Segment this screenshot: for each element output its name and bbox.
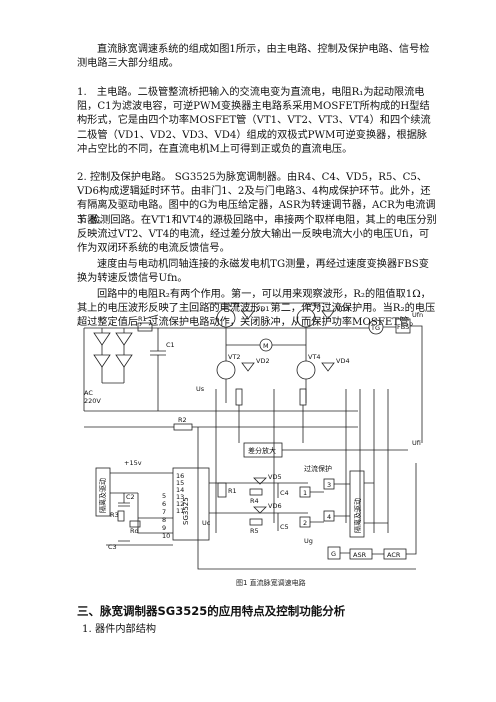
label-motor: M <box>263 342 269 350</box>
label-c3: C3 <box>108 543 117 551</box>
label-fbs: FBS <box>397 323 409 331</box>
label-vd4: VD4 <box>336 357 350 365</box>
paragraph-detection: 3. 检测回路。在VT1和VT4的源极回路中，串接两个取样电阻，其上的电压分别反… <box>77 215 437 255</box>
circuit-diagram <box>83 302 423 570</box>
label-vt3: VT3 <box>308 301 321 309</box>
label-pin-10: 10 <box>162 532 170 540</box>
paragraph-intro: 直流脉宽调速系统的组成如图1所示，由主电路、控制及保护电路、信号检测电路三大部分… <box>77 44 430 70</box>
label-rd: Rd <box>130 527 139 535</box>
label-pin-5: 5 <box>162 492 166 500</box>
label-sg3525: SG3525 <box>182 497 190 525</box>
label-overcurrent: 过流保护 <box>304 464 332 473</box>
label-vcc: +15v <box>124 459 142 467</box>
label-asr: ASR <box>353 551 367 559</box>
label-r1: R1 <box>138 315 147 323</box>
label-pin-11: 11 <box>176 507 184 515</box>
label-vd2: VD2 <box>256 357 270 365</box>
label-isolation-right: 隔离及驱动 <box>353 498 362 533</box>
label-us: Us <box>196 385 205 393</box>
label-ac-voltage: 220V <box>84 397 101 405</box>
label-pin-6: 6 <box>162 500 166 508</box>
label-c1: C1 <box>166 341 175 349</box>
circuit-labels: AC 220V R1 C1 Us R2 VT1 VT2 VT3 VT4 VD1 … <box>84 301 423 559</box>
subsection-heading: 1. 器件内部结构 <box>82 624 157 635</box>
label-r2: R2 <box>178 416 187 424</box>
label-diff-amp: 差分放大 <box>248 446 276 455</box>
label-gate-4: 4 <box>327 513 331 521</box>
label-vt4: VT4 <box>308 353 321 361</box>
label-ufn: Ufn <box>412 311 423 319</box>
label-pin-14: 14 <box>176 486 184 494</box>
label-vd5: VD5 <box>268 473 282 481</box>
paragraph-speed: 速度由与电动机同轴连接的永磁发电机TG测量，再经过速度变换器FBS变换为转速反馈… <box>77 259 429 285</box>
label-pin-16: 16 <box>176 472 184 480</box>
label-r3: R3 <box>110 511 119 519</box>
label-isolation-left: 隔离及驱动 <box>98 478 107 513</box>
label-uc: Uc <box>202 519 211 527</box>
section-heading: 三、脉宽调制器SG3525的应用特点及控制功能分析 <box>77 604 346 618</box>
label-pin-13: 13 <box>176 493 184 501</box>
label-pin-9: 9 <box>162 524 166 532</box>
label-gate-3: 3 <box>327 481 331 489</box>
label-c2: C2 <box>126 493 135 501</box>
paragraph-main-circuit: 1. 主电路。二极管整流桥把输入的交流电变为直流电，电阻R₁为起动限流电阻，C1… <box>77 87 431 155</box>
label-ug: Ug <box>304 537 313 545</box>
label-c4: C4 <box>280 489 289 497</box>
label-g: G <box>331 550 336 558</box>
label-pin-7: 7 <box>162 508 166 516</box>
paragraph-control: 2. 控制及保护电路。 SG3525为脉宽调制器。由R4、C4、VD5，R5、C… <box>77 172 436 226</box>
paragraph-r2: 回路中的电阻R₂有两个作用。第一，可以用来观察波形，R₂的阻值取1Ω，其上的电压… <box>77 289 436 329</box>
label-r5: R5 <box>250 527 259 535</box>
label-ac: AC <box>84 389 93 397</box>
label-vd1: VD1 <box>256 305 270 313</box>
label-vt2: VT2 <box>228 353 241 361</box>
label-vd6: VD6 <box>268 502 282 510</box>
label-pin-12: 12 <box>176 500 184 508</box>
label-gate-2: 2 <box>303 519 307 527</box>
label-pin-15: 15 <box>176 479 184 487</box>
label-pin-8: 8 <box>162 516 166 524</box>
label-rt: R1 <box>228 487 237 495</box>
figure-caption: 图1 直流脉宽调速电路 <box>236 579 306 587</box>
label-vt1: VT1 <box>228 301 241 309</box>
label-gate-1: 1 <box>303 489 307 497</box>
label-ufi: Ufi <box>412 439 421 447</box>
label-tg: TG <box>370 324 380 332</box>
label-acr: ACR <box>387 551 401 559</box>
label-r4: R4 <box>250 497 259 505</box>
label-c5: C5 <box>280 523 289 531</box>
label-vd3: VD3 <box>336 305 350 313</box>
